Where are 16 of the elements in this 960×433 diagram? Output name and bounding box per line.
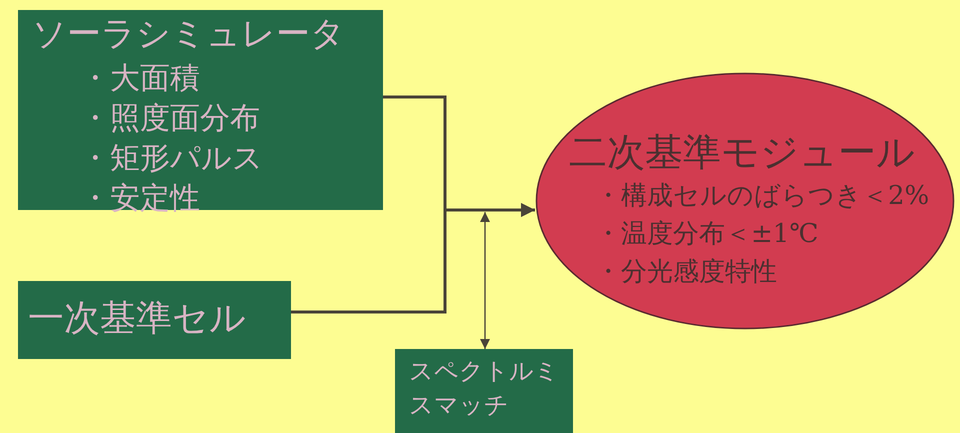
bullet-item: ・矩形パルス <box>80 142 263 175</box>
bullet-item: ・安定性 <box>80 182 200 215</box>
bullet-item: ・照度面分布 <box>80 102 260 135</box>
process-box <box>395 349 573 433</box>
bullet-item: ・大面積 <box>80 62 200 95</box>
arrow <box>480 212 490 349</box>
bullet-item: ・分光感度特性 <box>595 258 777 287</box>
process-box <box>18 281 291 359</box>
node-title: ソーラシミュレータ <box>32 16 345 54</box>
node-title: スペクトルミスマッチ <box>409 356 559 421</box>
process-box <box>18 10 383 210</box>
node-title: 二次基準モジュール <box>569 132 915 174</box>
bullet-item: ・温度分布＜±1℃ <box>595 220 818 249</box>
node-title: 一次基準セル <box>28 299 246 339</box>
bullet-item: ・構成セルのばらつき＜2% <box>595 182 930 211</box>
arrow <box>291 203 535 314</box>
